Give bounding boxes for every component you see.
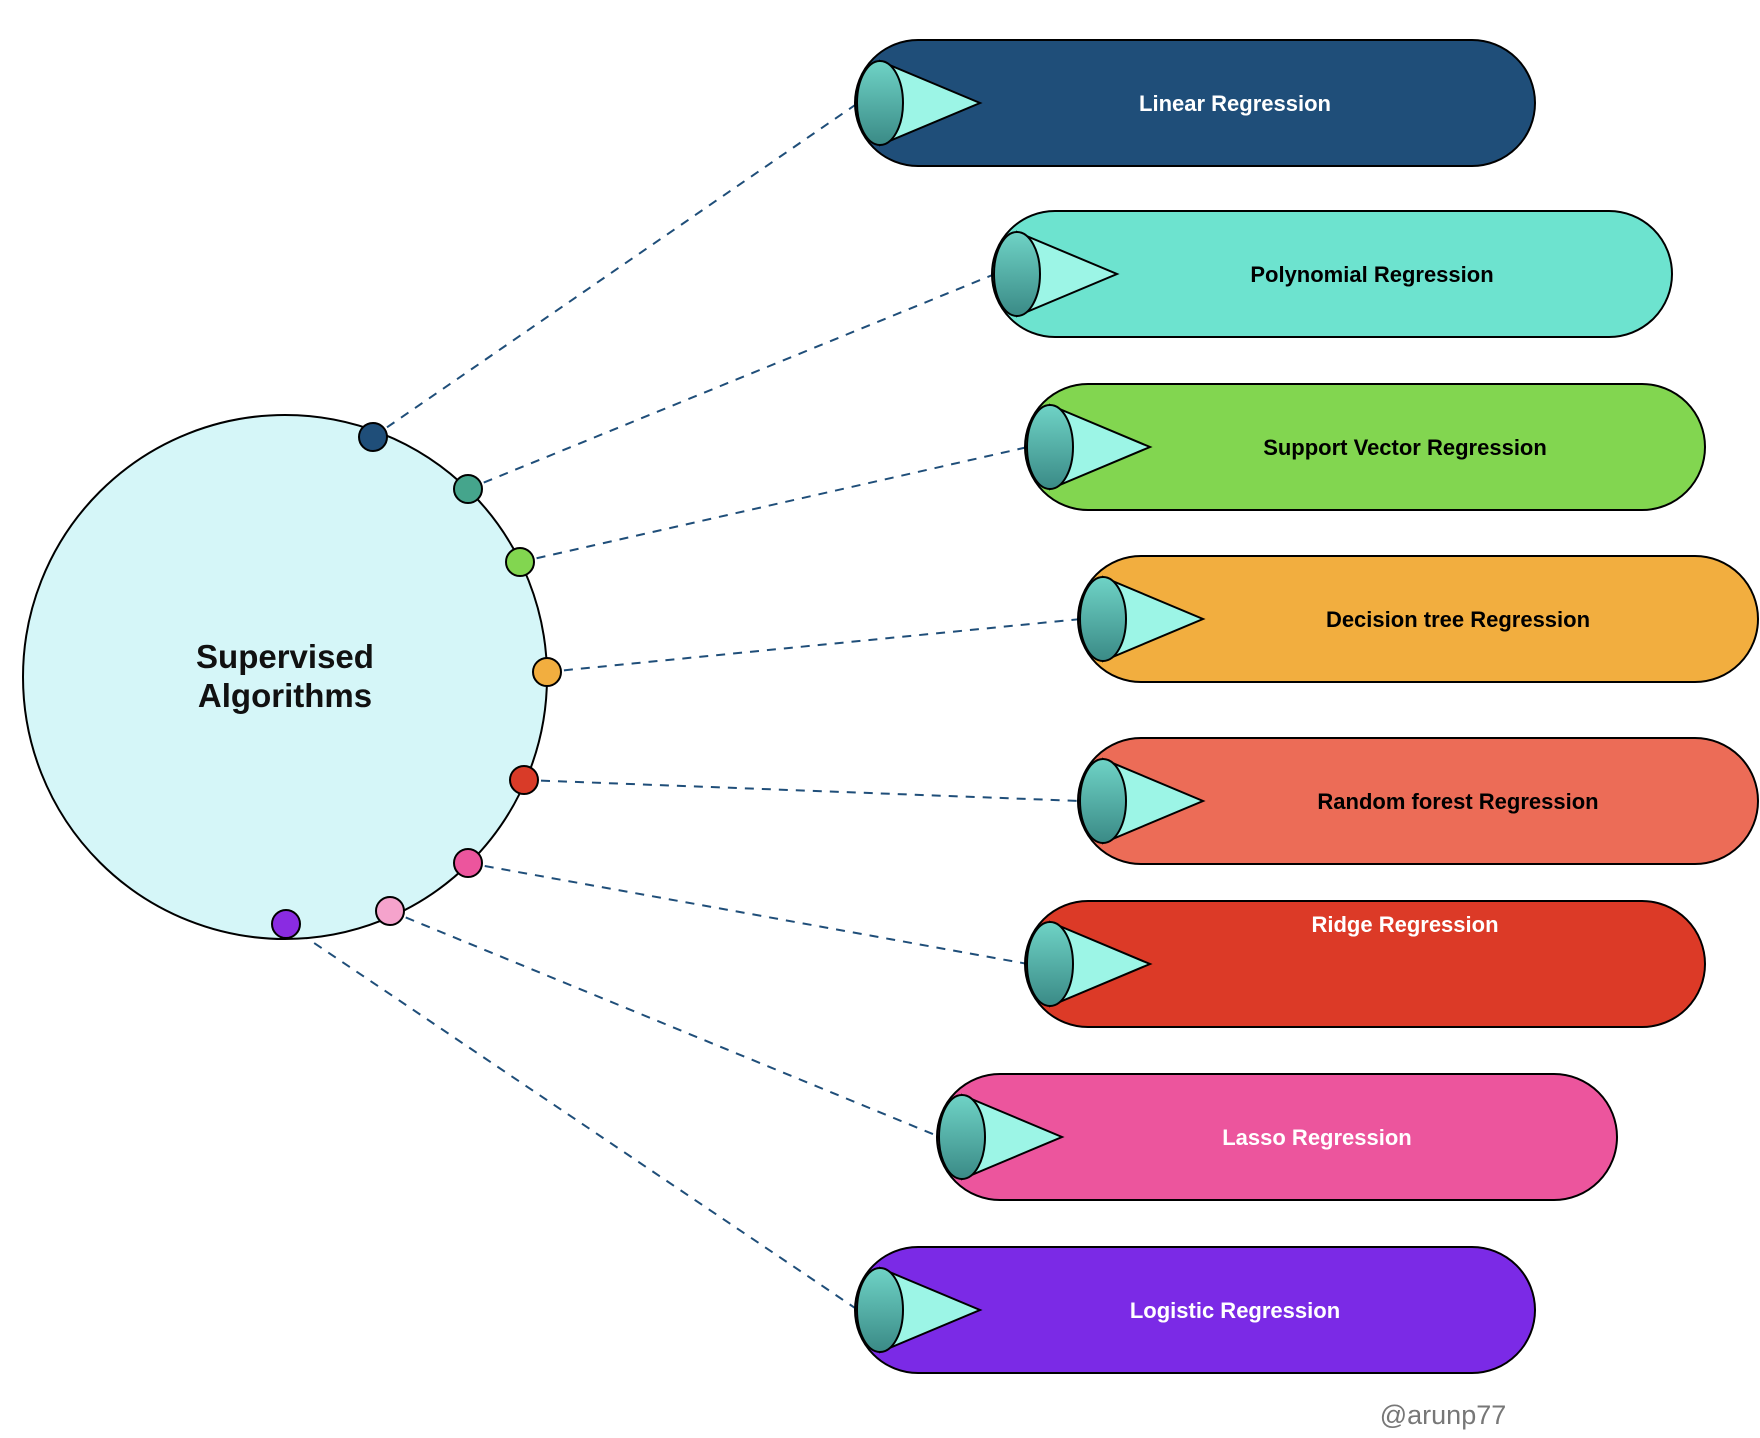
connector-line xyxy=(519,446,1029,563)
category-pill: Logistic Regression xyxy=(854,1246,1536,1374)
anchor-dot xyxy=(453,474,483,504)
cone-icon xyxy=(1026,403,1153,491)
cone-icon xyxy=(856,59,983,147)
pill-background xyxy=(1024,900,1706,1028)
connector-line xyxy=(546,618,1082,673)
center-title-line1: Supervised xyxy=(196,638,374,675)
cone-icon xyxy=(938,1093,1065,1181)
pill-background xyxy=(1077,737,1759,865)
author-credit: @arunp77 xyxy=(1380,1400,1507,1430)
category-pill: Support Vector Regression xyxy=(1024,383,1706,511)
category-pill: Lasso Regression xyxy=(936,1073,1618,1201)
pill-background xyxy=(854,39,1536,167)
anchor-dot xyxy=(358,422,388,452)
cone-icon xyxy=(1079,575,1206,663)
anchor-dot xyxy=(509,765,539,795)
connector-line xyxy=(285,923,859,1311)
connector-line xyxy=(523,779,1082,802)
anchor-dot xyxy=(505,547,535,577)
anchor-dots xyxy=(271,422,562,939)
pill-background xyxy=(991,210,1673,338)
anchor-dot xyxy=(375,896,405,926)
category-pill: Linear Regression xyxy=(854,39,1536,167)
pill-background xyxy=(1077,555,1759,683)
pill-label: Random forest Regression xyxy=(1317,789,1598,814)
pill-label: Decision tree Regression xyxy=(1326,607,1590,632)
cone-icon xyxy=(856,1266,983,1354)
connector-line xyxy=(467,862,1029,965)
category-pill: Polynomial Regression xyxy=(991,210,1673,338)
connector-line xyxy=(389,910,941,1138)
category-pill: Decision tree Regression xyxy=(1077,555,1759,683)
pill-label: Linear Regression xyxy=(1139,91,1331,116)
cone-icon xyxy=(993,230,1120,318)
cone-icon xyxy=(1079,757,1206,845)
pill-background xyxy=(936,1073,1618,1201)
anchor-dot xyxy=(271,909,301,939)
connectors xyxy=(285,102,1082,1311)
pill-background xyxy=(1024,383,1706,511)
pill-label: Polynomial Regression xyxy=(1250,262,1493,287)
pill-label: Lasso Regression xyxy=(1222,1125,1412,1150)
pill-label: Support Vector Regression xyxy=(1263,435,1547,460)
category-pill: Random forest Regression xyxy=(1077,737,1759,865)
center-title-line2: Algorithms xyxy=(198,677,372,714)
cone-icon xyxy=(1026,920,1153,1008)
category-pill: Ridge Regression xyxy=(1024,900,1706,1028)
anchor-dot xyxy=(532,657,562,687)
connector-line xyxy=(372,102,859,438)
pill-label: Logistic Regression xyxy=(1130,1298,1340,1323)
connector-line xyxy=(467,273,996,490)
pill-background xyxy=(854,1246,1536,1374)
anchor-dot xyxy=(453,848,483,878)
pill-label: Ridge Regression xyxy=(1311,912,1498,937)
